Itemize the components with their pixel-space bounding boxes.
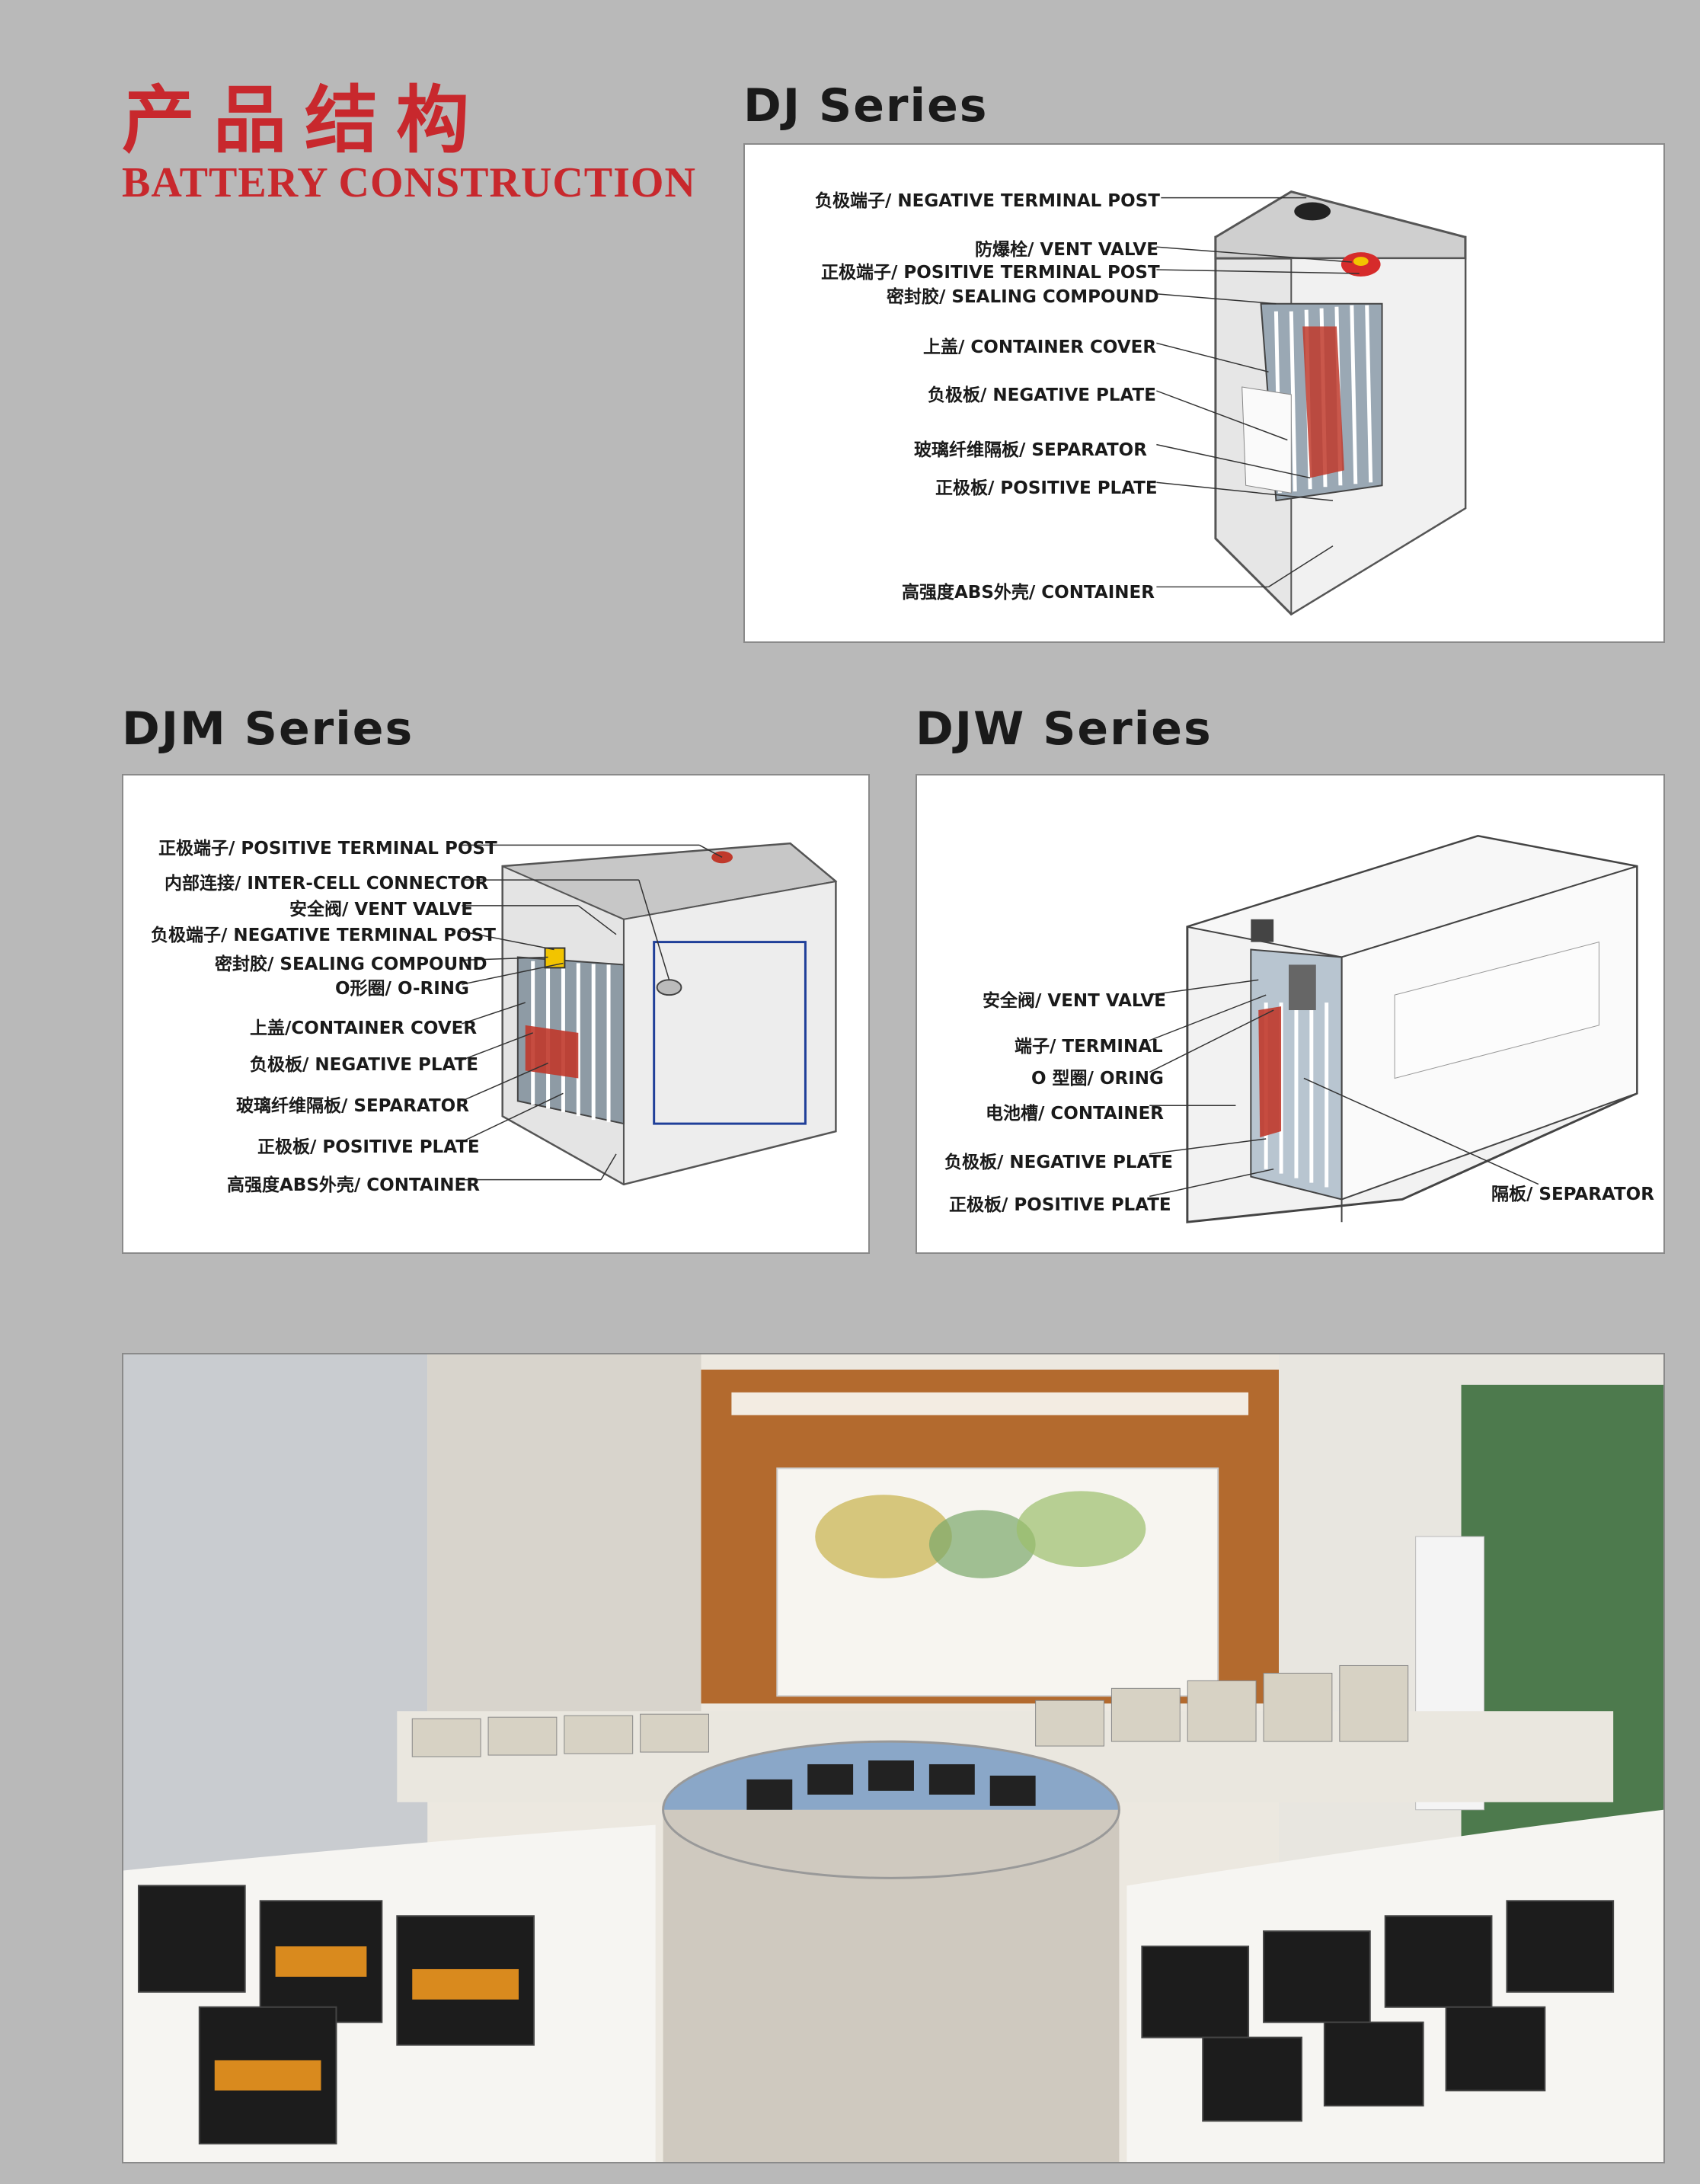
djm-label-negative-terminal: 负极端子/ NEGATIVE TERMINAL POST — [151, 926, 496, 945]
djw-battery-illustration — [1149, 834, 1638, 1223]
djm-label-positive-terminal: 正极端子/ POSITIVE TERMINAL POST — [158, 839, 497, 859]
dj-label-positive-plate: 正极板/ POSITIVE PLATE — [935, 478, 1158, 498]
page-title-en: BATTERY CONSTRUCTION — [122, 159, 696, 206]
djm-label-o-ring: O形圈/ O-RING — [335, 979, 469, 999]
dj-label-container-cover: 上盖/ CONTAINER COVER — [923, 337, 1157, 357]
djm-label-sealing-compound: 密封胶/ SEALING COMPOUND — [215, 955, 487, 974]
djw-diagram-panel: 安全阀/ VENT VALVE 端子/ TERMINAL O 型圈/ ORING… — [916, 774, 1665, 1254]
dj-label-container: 高强度ABS外壳/ CONTAINER — [902, 583, 1155, 603]
dj-label-negative-terminal: 负极端子/ NEGATIVE TERMINAL POST — [815, 191, 1160, 211]
dj-label-positive-terminal: 正极端子/ POSITIVE TERMINAL POST — [821, 263, 1160, 283]
djw-label-vent-valve: 安全阀/ VENT VALVE — [983, 991, 1166, 1011]
djw-label-terminal: 端子/ TERMINAL — [1015, 1037, 1163, 1057]
djw-label-container: 电池槽/ CONTAINER — [986, 1104, 1165, 1124]
dj-diagram-panel: 负极端子/ NEGATIVE TERMINAL POST 防爆栓/ VENT V… — [743, 143, 1665, 643]
djm-diagram-panel: 正极端子/ POSITIVE TERMINAL POST 内部连接/ INTER… — [122, 774, 870, 1254]
djw-label-negative-plate: 负极板/ NEGATIVE PLATE — [944, 1153, 1173, 1172]
dj-label-negative-plate: 负极板/ NEGATIVE PLATE — [928, 385, 1156, 405]
djm-label-container: 高强度ABS外壳/ CONTAINER — [227, 1175, 480, 1195]
dj-battery-illustration — [1156, 190, 1467, 616]
djw-label-separator: 隔板/ SEPARATOR — [1491, 1185, 1654, 1204]
dj-label-sealing-compound: 密封胶/ SEALING COMPOUND — [887, 287, 1159, 307]
djm-battery-illustration — [461, 842, 838, 1186]
showroom-photo — [122, 1353, 1665, 2163]
djm-label-separator: 玻璃纤维隔板/ SEPARATOR — [236, 1096, 469, 1116]
djw-label-positive-plate: 正极板/ POSITIVE PLATE — [949, 1195, 1171, 1215]
djw-series-title: DJW Series — [916, 702, 1213, 756]
djw-label-oring: O 型圈/ ORING — [1031, 1069, 1164, 1089]
djm-label-positive-plate: 正极板/ POSITIVE PLATE — [257, 1137, 480, 1157]
djm-label-inter-cell-connector: 内部连接/ INTER-CELL CONNECTOR — [165, 874, 489, 894]
page-title-cn: 产品结构 — [122, 78, 487, 163]
djm-label-vent-valve: 安全阀/ VENT VALVE — [289, 900, 473, 919]
dj-series-title: DJ Series — [743, 79, 989, 133]
djm-label-negative-plate: 负极板/ NEGATIVE PLATE — [250, 1055, 478, 1075]
djm-label-container-cover: 上盖/CONTAINER COVER — [250, 1018, 478, 1038]
dj-label-vent-valve: 防爆栓/ VENT VALVE — [975, 240, 1158, 260]
dj-label-separator: 玻璃纤维隔板/ SEPARATOR — [914, 440, 1147, 460]
djm-series-title: DJM Series — [122, 702, 414, 756]
showroom-illustration — [123, 1354, 1663, 2162]
